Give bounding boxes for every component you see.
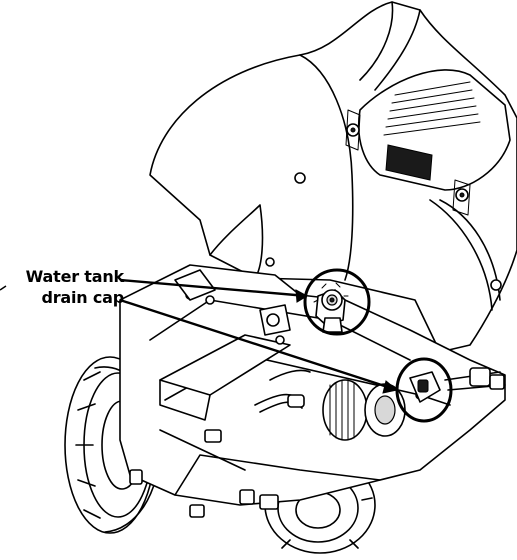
vent-slats xyxy=(383,81,481,136)
leader-arrowhead-cap xyxy=(295,289,309,303)
drain-cap-highlight-circle xyxy=(303,268,371,336)
upper-housing xyxy=(149,1,517,353)
dark-panel xyxy=(385,144,433,181)
leader-arrowhead-fitting xyxy=(382,380,399,394)
secondary-fitting xyxy=(409,371,441,403)
drain-cap xyxy=(313,282,349,333)
leader-line-to-fitting xyxy=(119,298,398,392)
callout-label: Water tank drain cap xyxy=(6,266,125,308)
chassis-frame xyxy=(119,264,506,518)
leader-line-to-cap xyxy=(119,278,308,298)
callout-line-1: Water tank xyxy=(25,267,125,286)
callout-line-2: drain cap xyxy=(41,288,124,307)
